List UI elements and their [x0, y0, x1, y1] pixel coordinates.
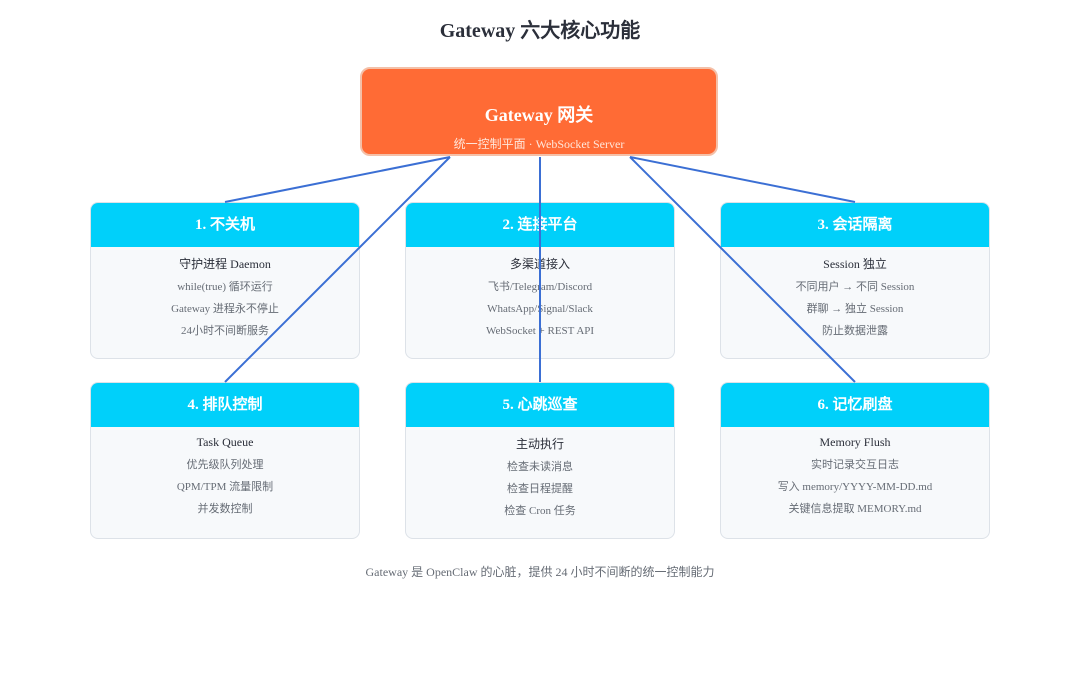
root-title: Gateway 网关: [484, 105, 594, 125]
feature-card-line: WebSocket + REST API: [485, 325, 595, 337]
gateway-root-node: Gateway 网关 统一控制平面 · WebSocket Server: [360, 67, 718, 156]
feature-card-title: 3. 会话隔离: [721, 203, 989, 247]
feature-card-line: while(true) 循环运行: [177, 281, 273, 293]
diagram-title: Gateway 六大核心功能: [439, 20, 641, 42]
feature-card-line: Gateway 进程永不停止: [171, 303, 279, 315]
feature-card-line: 检查 Cron 任务: [504, 505, 576, 517]
feature-card-line: QPM/TPM 流量限制: [176, 481, 274, 493]
feature-card-line: WhatsApp/Signal/Slack: [487, 303, 593, 315]
feature-card-subtitle: 多渠道接入: [509, 257, 570, 271]
feature-card-2: 2. 连接平台 多渠道接入 飞书/Telegram/Discord WhatsA…: [405, 202, 675, 359]
connector-to-card-1: [224, 156, 451, 203]
feature-card-line: 写入 memory/YYYY-MM-DD.md: [777, 481, 933, 493]
feature-card-title: 2. 连接平台: [406, 203, 674, 247]
feature-card-line: 检查日程提醒: [507, 483, 573, 495]
connector-to-card-3: [629, 156, 856, 203]
feature-card-subtitle: Session 独立: [823, 257, 887, 271]
feature-card-line: 关键信息提取 MEMORY.md: [788, 503, 922, 515]
feature-card-subtitle: 守护进程 Daemon: [179, 257, 271, 271]
feature-card-title: 5. 心跳巡查: [406, 383, 674, 427]
feature-card-3: 3. 会话隔离 Session 独立 不同用户 → 不同 Session 群聊 …: [720, 202, 990, 359]
feature-card-line: 不同用户 → 不同 Session: [795, 281, 915, 293]
feature-card-line: 群聊 → 独立 Session: [806, 303, 904, 315]
feature-card-subtitle: Memory Flush: [819, 435, 891, 449]
feature-card-line: 飞书/Telegram/Discord: [487, 281, 593, 293]
feature-card-line: 检查未读消息: [507, 461, 573, 473]
feature-card-line: 实时记录交互日志: [811, 459, 899, 471]
feature-card-subtitle: 主动执行: [515, 437, 564, 451]
feature-card-6: 6. 记忆刷盘 Memory Flush 实时记录交互日志 写入 memory/…: [720, 382, 990, 539]
feature-card-title: 6. 记忆刷盘: [721, 383, 989, 427]
feature-card-line: 优先级队列处理: [186, 459, 264, 471]
feature-card-subtitle: Task Queue: [196, 435, 254, 449]
feature-card-line: 24小时不间断服务: [181, 325, 269, 337]
feature-card-line: 防止数据泄露: [822, 325, 888, 337]
feature-card-line: 并发数控制: [197, 503, 253, 515]
root-subtitle: 统一控制平面 · WebSocket Server: [453, 137, 625, 151]
feature-card-title: 4. 排队控制: [91, 383, 359, 427]
diagram-footer-caption: Gateway 是 OpenClaw 的心脏，提供 24 小时不间断的统一控制能…: [365, 565, 715, 579]
feature-card-4: 4. 排队控制 Task Queue 优先级队列处理 QPM/TPM 流量限制 …: [90, 382, 360, 539]
feature-card-5: 5. 心跳巡查 主动执行 检查未读消息 检查日程提醒 检查 Cron 任务: [405, 382, 675, 539]
feature-card-title: 1. 不关机: [91, 203, 359, 247]
feature-card-1: 1. 不关机 守护进程 Daemon while(true) 循环运行 Gate…: [90, 202, 360, 359]
